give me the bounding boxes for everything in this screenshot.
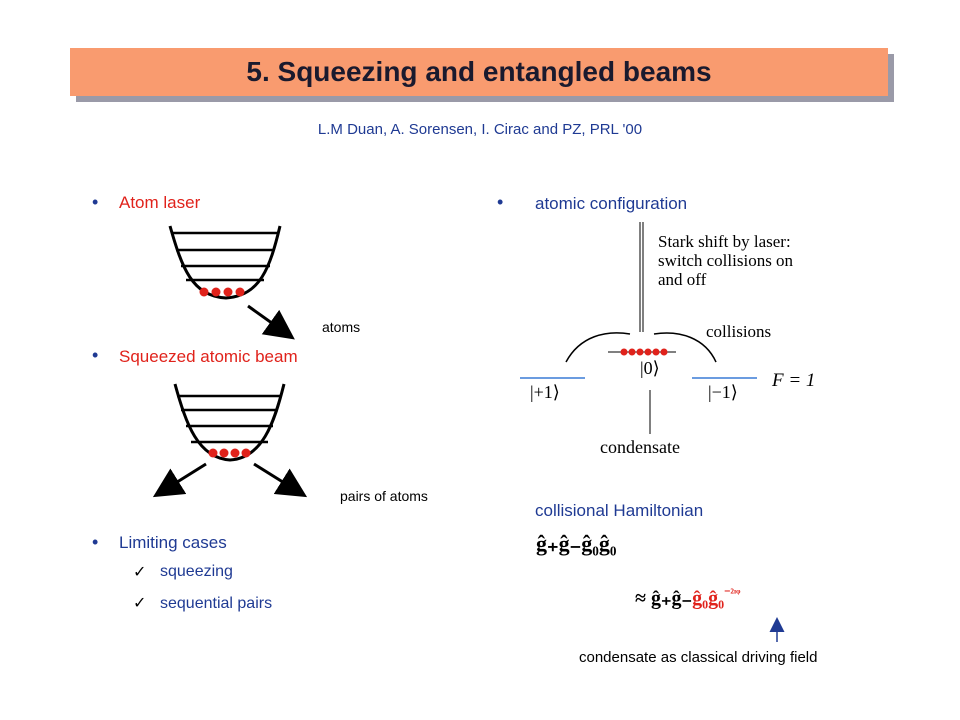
atom-dot	[235, 287, 245, 297]
slide-subtitle: L.M Duan, A. Sorensen, I. Cirac and PZ, …	[317, 121, 643, 138]
atomic-configuration-diagram	[520, 222, 757, 434]
atom-dot	[241, 448, 251, 458]
bullet-atom-laser: Atom laser	[119, 193, 201, 212]
trap-diagram-atom-laser	[168, 225, 295, 340]
check-icon: ✓	[133, 564, 147, 581]
atom-dot	[208, 448, 218, 458]
trap-diagram-squeezed	[152, 383, 308, 498]
hamiltonian-label: collisional Hamiltonian	[535, 501, 704, 520]
hamiltonian-eq-2-prefix: ≈ ĝ₊ĝ₋	[635, 587, 693, 610]
condensate-atom-dot	[644, 348, 652, 356]
f-label: F = 1	[772, 370, 816, 391]
driving-field-label: condensate as classical driving field	[579, 649, 818, 666]
condensate-label: condensate	[600, 437, 680, 457]
bullet-limiting-cases: Limiting cases	[119, 533, 227, 552]
sub-item-squeezing: squeezing	[160, 563, 233, 580]
condensate-atom-dot	[660, 348, 668, 356]
bullet-dot: •	[92, 532, 99, 552]
hamiltonian-eq-2: ≈ ĝ₊ĝ₋ĝ₀ĝ₀⁻²ᶦᵠ	[635, 584, 740, 609]
bullet-dot: •	[92, 192, 99, 212]
hamiltonian-eq-1: ĝ₊ĝ₋ĝ₀ĝ₀	[536, 531, 617, 556]
atom-dot	[199, 287, 209, 297]
stark-line-1: Stark shift by laser:	[658, 232, 791, 251]
atoms-label: atoms	[322, 319, 361, 335]
hamiltonian-eq-2-phase: ⁻²ᶦᵠ	[724, 586, 741, 600]
atom-dot	[230, 448, 240, 458]
condensate-atom-dot	[620, 348, 628, 356]
atom-dot	[223, 287, 233, 297]
collisions-label: collisions	[706, 322, 772, 341]
slide-title: 5. Squeezing and entangled beams	[70, 48, 888, 96]
stark-line-2: switch collisions on	[658, 251, 794, 270]
atom-dot	[211, 287, 221, 297]
bullet-dot: •	[92, 345, 99, 365]
bullet-atomic-configuration: atomic configuration	[535, 194, 688, 213]
sub-item-sequential-pairs: sequential pairs	[160, 595, 273, 612]
stark-line-3: and off	[658, 270, 707, 289]
ket-zero: |0⟩	[640, 358, 660, 378]
condensate-atom-dot	[636, 348, 644, 356]
check-icon: ✓	[133, 595, 147, 612]
ket-minus-one: |−1⟩	[708, 382, 738, 402]
pairs-label: pairs of atoms	[340, 488, 428, 504]
hamiltonian-eq-2-condensate: ĝ₀ĝ₀	[692, 587, 725, 610]
condensate-atom-dot	[628, 348, 636, 356]
condensate-atom-dot	[652, 348, 660, 356]
atom-dot	[219, 448, 229, 458]
stark-text: Stark shift by laser: switch collisions …	[658, 232, 793, 289]
bullet-squeezed-beam: Squeezed atomic beam	[119, 347, 298, 366]
bullet-dot: •	[497, 192, 504, 212]
ket-plus-one: |+1⟩	[530, 382, 560, 402]
